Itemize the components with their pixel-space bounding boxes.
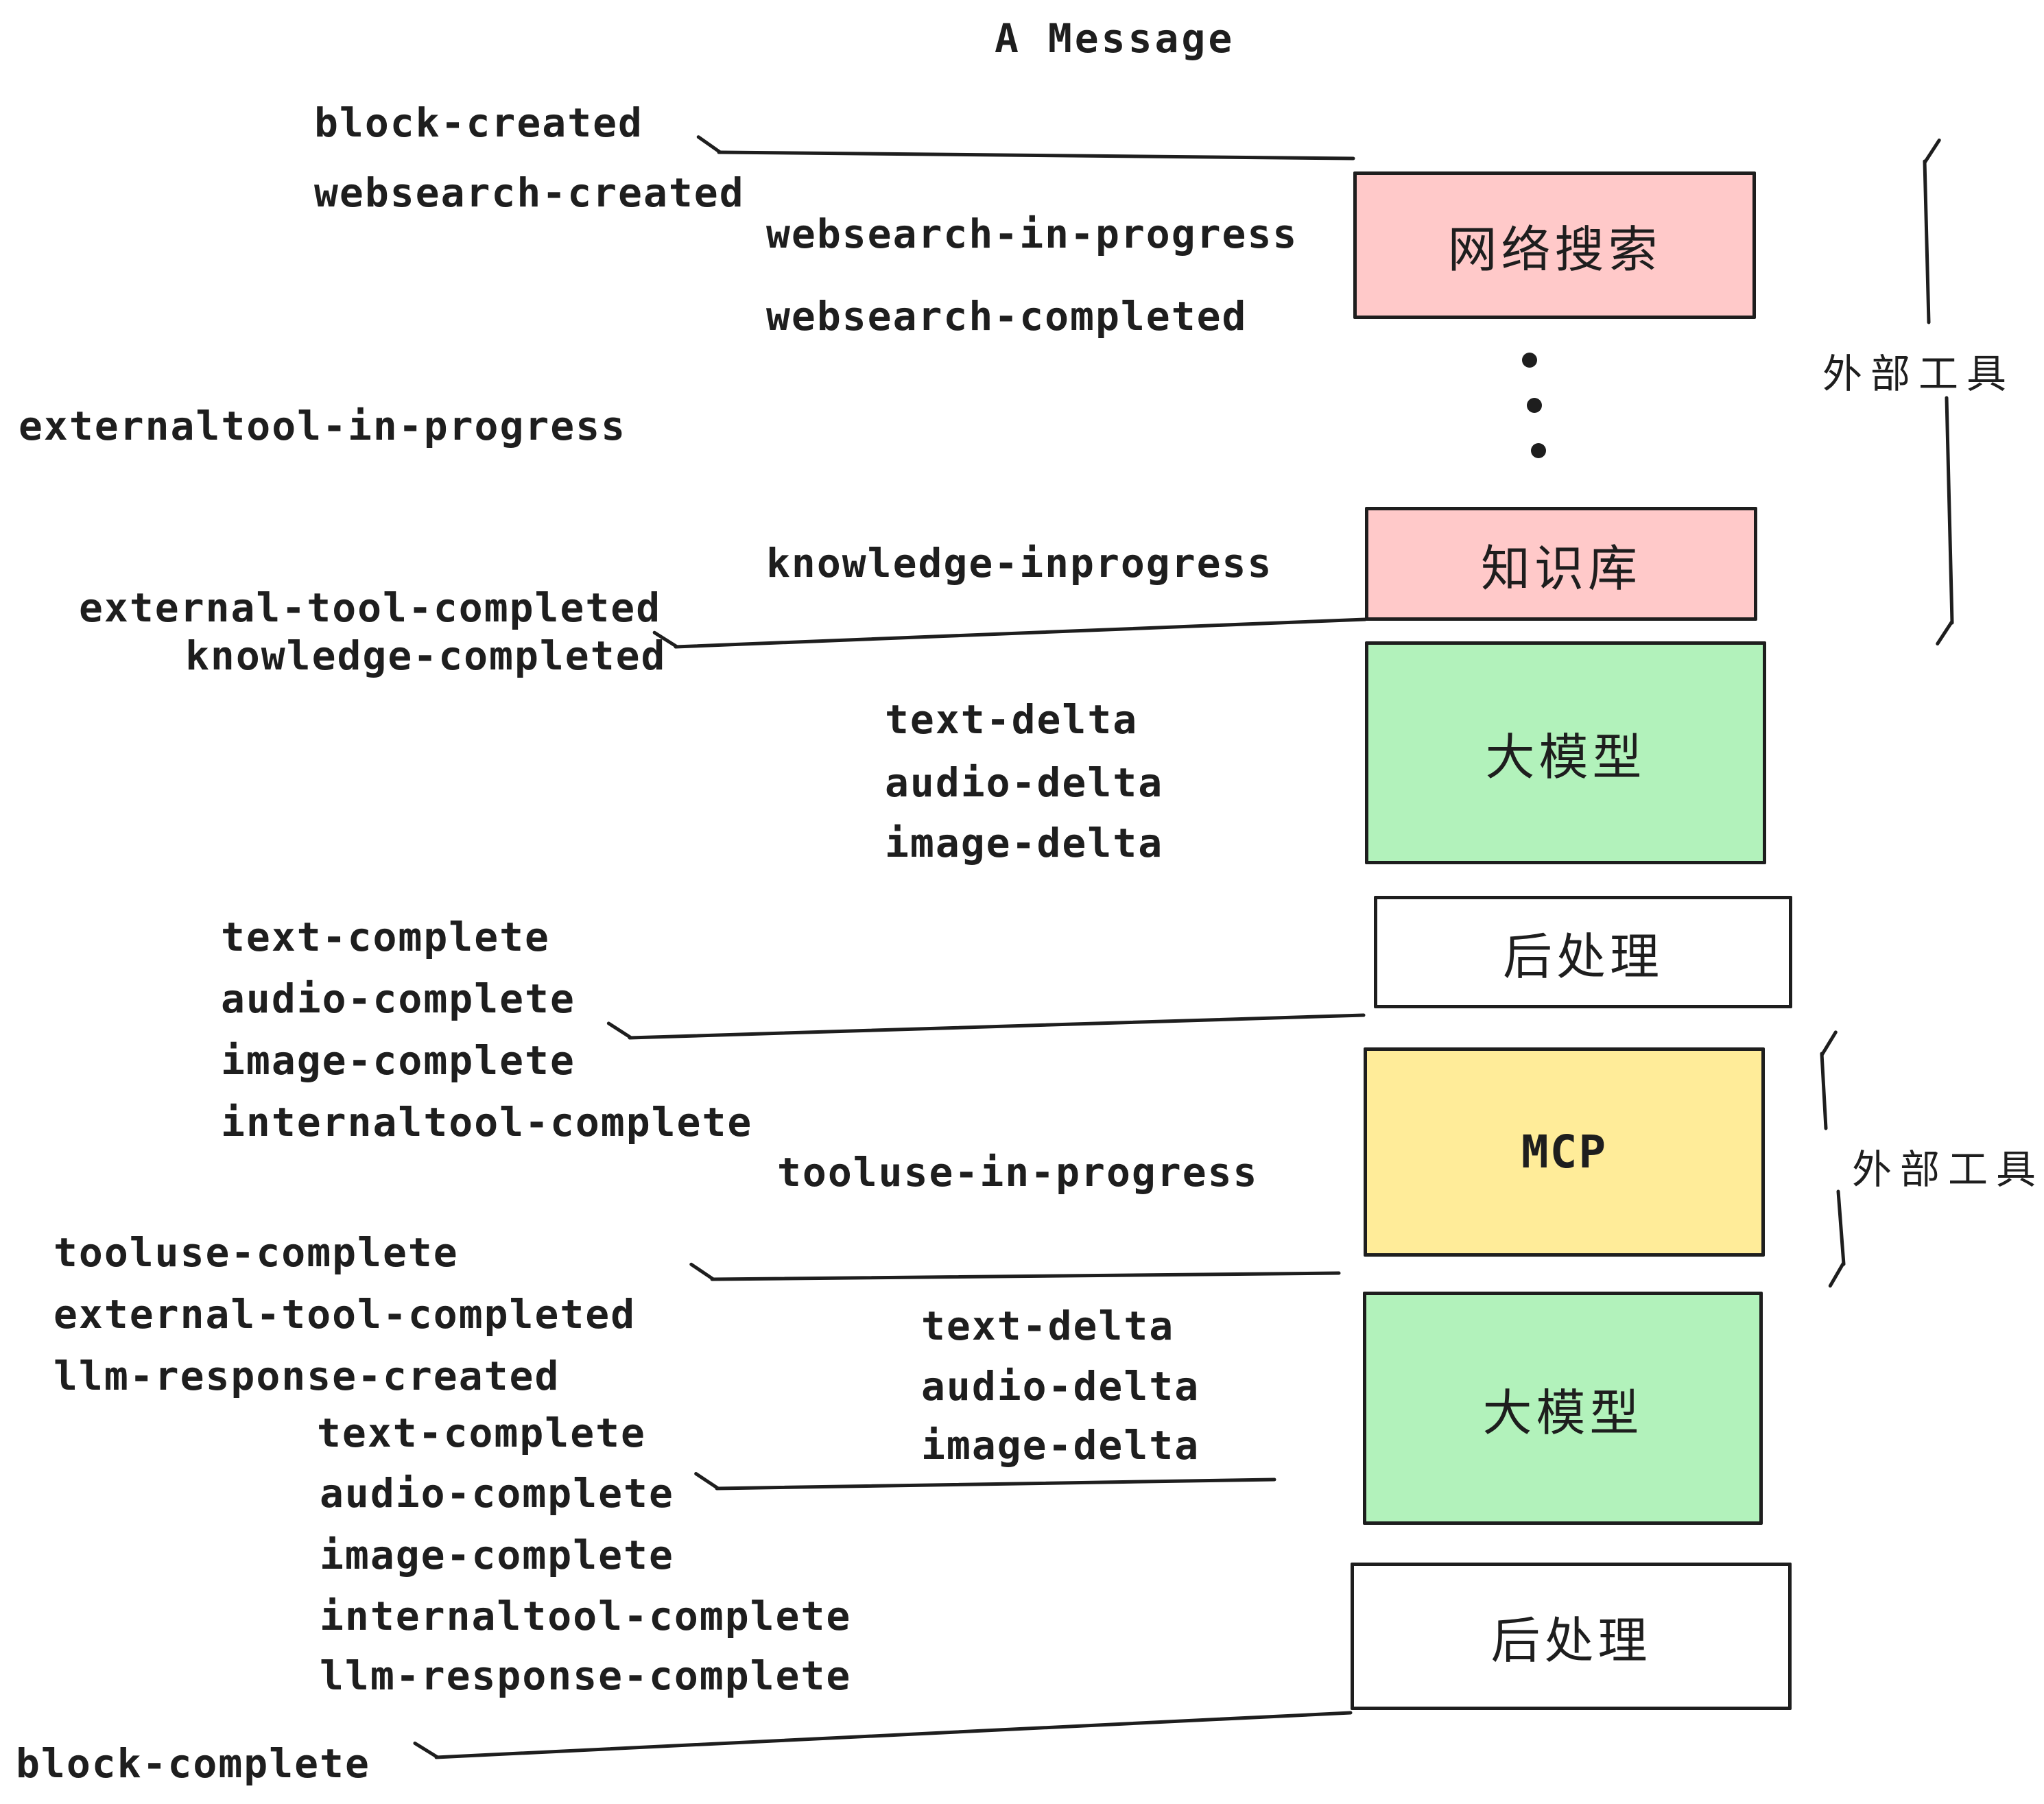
side-label-external-tools-bottom: 外部工具 [1852,1146,2044,1193]
event-label-externaltool-in-progress: externaltool-in-progress [19,403,627,449]
box-post-bottom-label: 后处理 [1490,1612,1652,1670]
box-post-top: 后处理 [1374,896,1792,1008]
event-label-external-tool-completed-2: external-tool-completed [54,1291,637,1338]
event-label-knowledge-completed: knowledge-completed [185,632,667,679]
event-label-tooluse-complete: tooluse-complete [54,1229,459,1276]
arrow-post-top-to-complete-list [630,1013,1366,1040]
event-label-audio-complete: audio-complete [221,975,575,1022]
event-label-websearch-in-progress: websearch-in-progress [766,211,1298,257]
event-label-image-complete-2: image-complete [320,1532,674,1578]
box-mcp: MCP [1364,1047,1765,1257]
event-label-internaltool-complete-2: internaltool-complete [320,1593,852,1639]
event-label-image-complete: image-complete [221,1037,575,1084]
event-label-audio-delta: audio-delta [885,759,1164,806]
arrow-websearch-box-to-created [719,152,1355,161]
box-llm-top-label: 大模型 [1485,728,1646,786]
box-llm-bottom: 大模型 [1363,1292,1763,1525]
event-label-websearch-completed: websearch-completed [766,293,1248,340]
box-llm-top: 大模型 [1365,641,1766,864]
arrow-mcp-to-tooluse-complete [712,1273,1341,1281]
event-label-tooluse-in-progress: tooluse-in-progress [777,1149,1259,1196]
event-label-text-complete-2: text-complete [317,1410,646,1456]
event-label-internaltool-complete: internaltool-complete [221,1099,753,1146]
event-label-audio-delta-2: audio-delta [921,1363,1200,1410]
box-knowledge-label: 知识库 [1480,539,1641,597]
arrow-knowledge-box-to-completed [676,617,1367,649]
box-post-top-label: 后处理 [1502,927,1663,986]
event-label-block-created: block-created [314,99,643,146]
external-tools-bottom-up-arrow [1820,1054,1826,1130]
box-post-bottom: 后处理 [1351,1563,1792,1710]
event-label-block-complete: block-complete [16,1740,370,1787]
side-label-external-tools-top: 外部工具 [1822,351,2015,397]
box-websearch-label: 网络搜索 [1447,221,1662,278]
event-label-llm-response-created: llm-response-created [54,1353,560,1399]
box-websearch: 网络搜索 [1353,171,1756,319]
external-tools-top-up-arrow [1923,161,1929,324]
event-label-external-tool-completed: external-tool-completed [79,584,662,631]
box-mcp-label: MCP [1521,1126,1608,1178]
event-label-image-delta-2: image-delta [921,1422,1200,1469]
event-label-llm-response-complete: llm-response-complete [320,1652,852,1699]
event-label-text-complete: text-complete [221,914,550,960]
event-label-text-delta-2: text-delta [921,1303,1175,1349]
external-tools-top-down-arrow [1947,396,1954,623]
external-tools-bottom-down-arrow [1838,1189,1844,1264]
arrow-post-bottom-to-block-complete [436,1711,1353,1759]
event-label-websearch-created: websearch-created [314,169,745,216]
diagram-title: A Message [995,15,1235,62]
box-knowledge: 知识库 [1365,507,1757,621]
ellipsis-dots-icon [1522,353,1546,458]
event-label-image-delta: image-delta [885,820,1164,866]
box-llm-bottom-label: 大模型 [1482,1384,1643,1442]
event-label-knowledge-inprogress: knowledge-inprogress [766,540,1273,586]
event-label-audio-complete-2: audio-complete [320,1470,674,1517]
event-label-text-delta: text-delta [885,696,1139,743]
arrow-llm-bottom-to-audio-complete [717,1480,1276,1491]
